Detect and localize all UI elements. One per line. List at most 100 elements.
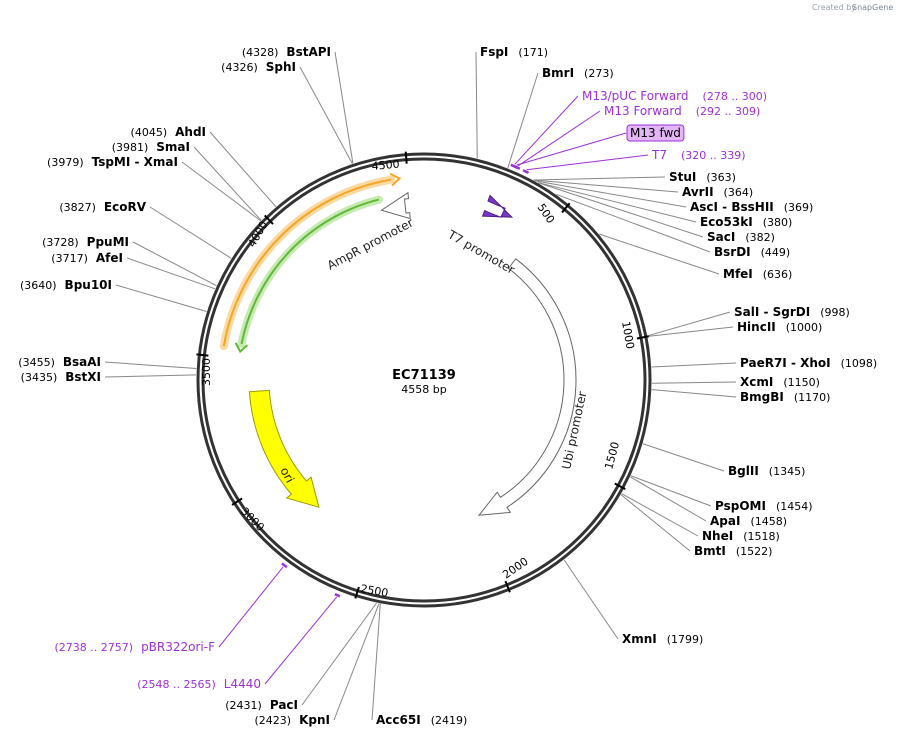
- enzyme-pos-saci: (382): [745, 231, 775, 244]
- enzyme-name-xmni[interactable]: XmnI: [622, 632, 657, 646]
- enzyme-name-kpni[interactable]: KpnI: [299, 713, 330, 727]
- enzyme-name-eco53ki[interactable]: Eco53kI: [700, 215, 753, 229]
- enzyme-name-afei[interactable]: AfeI: [96, 251, 123, 265]
- feature-t7-promoter[interactable]: [481, 194, 514, 218]
- primer-pos-pbr322ori-f: (2738 .. 2757): [55, 641, 134, 654]
- enzyme-pos-bmgbi: (1170): [794, 391, 831, 404]
- leader-paci: [301, 602, 377, 706]
- enzyme-name-bsaai[interactable]: BsaAI: [63, 355, 101, 369]
- leader-bsrdi: [556, 193, 711, 253]
- enzyme-pos-sali-sgrdi: (998): [820, 306, 850, 319]
- enzyme-name-pspomi[interactable]: PspOMI: [715, 499, 766, 513]
- enzyme-pos-eco53ki: (380): [763, 216, 793, 229]
- tick-label-1500: 1500: [602, 440, 622, 470]
- enzyme-name-mfei[interactable]: MfeI: [723, 267, 753, 281]
- primer-leader-m13-puc-forward: [514, 95, 579, 165]
- tick-label-2500: 2500: [359, 582, 389, 600]
- feature-orange-arc[interactable]: [222, 178, 392, 347]
- leader-nhei: [621, 493, 699, 537]
- primer-pos-m13-forward: (292 .. 309): [696, 105, 761, 118]
- credit-prefix: Created by: [812, 3, 856, 12]
- enzyme-pos-hincii: (1000): [786, 321, 823, 334]
- enzyme-name-ahdi[interactable]: AhdI: [175, 125, 206, 139]
- enzyme-name-paer7i-xhoi[interactable]: PaeR7I - XhoI: [740, 356, 831, 370]
- enzyme-pos-ppumi: (3728): [42, 236, 79, 249]
- enzyme-pos-xmni: (1799): [667, 633, 704, 646]
- enzyme-name-sphi[interactable]: SphI: [266, 60, 296, 74]
- tick-mark-4000: [263, 214, 274, 225]
- enzyme-pos-bpu10i: (3640): [20, 279, 57, 292]
- primer-name-m13-forward[interactable]: M13 Forward: [604, 104, 682, 118]
- leader-bmti: [620, 494, 691, 552]
- feature-ampr-promoter[interactable]: [380, 191, 411, 220]
- leader-saci: [538, 182, 704, 238]
- enzyme-name-bmgbi[interactable]: BmgBI: [740, 390, 784, 404]
- enzyme-name-xcmi[interactable]: XcmI: [740, 375, 773, 389]
- enzyme-pos-asci-bsshii: (369): [784, 201, 814, 214]
- leader-asci-bsshii: [534, 180, 687, 208]
- leader-bpu10i: [115, 284, 207, 312]
- enzyme-name-ppumi[interactable]: PpuMI: [87, 235, 129, 249]
- leader-sali-sgrdi: [647, 311, 731, 337]
- enzyme-pos-acc65i: (2419): [431, 714, 468, 727]
- leader-ahdi: [209, 131, 277, 208]
- primer-name-l4440[interactable]: L4440: [224, 677, 261, 691]
- enzyme-name-nhei[interactable]: NheI: [702, 529, 733, 543]
- enzyme-pos-sphi: (4326): [221, 61, 258, 74]
- enzyme-name-hincii[interactable]: HincII: [737, 320, 776, 334]
- tick-mark-3500: [196, 353, 209, 357]
- enzyme-name-bmti[interactable]: BmtI: [694, 544, 726, 558]
- enzyme-name-acc65i[interactable]: Acc65I: [376, 713, 421, 727]
- leader-paer7i-xhoi: [651, 362, 737, 368]
- primer-name-pbr322ori-f[interactable]: pBR322ori-F: [141, 640, 215, 654]
- feature-green-arc[interactable]: [240, 198, 380, 345]
- credit-brand: SnapGene: [852, 3, 893, 12]
- leader-ppumi: [132, 241, 217, 287]
- enzyme-pos-bmri: (273): [584, 67, 614, 80]
- enzyme-name-bsrdi[interactable]: BsrDI: [714, 245, 751, 259]
- tick-mark-500: [561, 202, 571, 214]
- enzyme-name-sali-sgrdi[interactable]: SalI - SgrDI: [734, 305, 810, 319]
- enzyme-name-ecorv[interactable]: EcoRV: [104, 200, 147, 214]
- tick-label-500: 500: [535, 201, 558, 226]
- feature-ori[interactable]: [248, 389, 320, 508]
- primer-name-m13-puc-forward[interactable]: M13/pUC Forward: [582, 89, 689, 103]
- enzyme-name-saci[interactable]: SacI: [707, 230, 735, 244]
- enzyme-name-smai[interactable]: SmaI: [156, 140, 190, 154]
- enzyme-name-paci[interactable]: PacI: [270, 698, 298, 712]
- primer-leader-pbr322ori-f: [218, 566, 284, 648]
- enzyme-pos-ahdi: (4045): [131, 126, 168, 139]
- leader-hincii: [647, 326, 734, 337]
- enzyme-pos-mfei: (636): [763, 268, 793, 281]
- tick-label-3500: 3500: [200, 358, 213, 386]
- enzyme-pos-ecorv: (3827): [59, 201, 96, 214]
- enzyme-name-bglii[interactable]: BglII: [728, 464, 759, 478]
- enzyme-pos-smai: (3981): [112, 141, 149, 154]
- enzyme-pos-afei: (3717): [51, 252, 88, 265]
- enzyme-name-bstapi[interactable]: BstAPI: [286, 45, 331, 59]
- primer-pos-m13-puc-forward: (278 .. 300): [703, 90, 768, 103]
- primer-leader-m13-fwd: [516, 132, 627, 166]
- tick-label-1000: 1000: [619, 320, 637, 350]
- enzyme-name-tspmi-xmai[interactable]: TspMI - XmaI: [92, 155, 178, 169]
- enzyme-name-stui[interactable]: StuI: [669, 170, 696, 184]
- primer-name-m13-fwd[interactable]: M13 fwd: [630, 126, 681, 140]
- leader-acc65i: [371, 603, 381, 721]
- enzyme-name-apai[interactable]: ApaI: [710, 514, 740, 528]
- leader-avrii: [533, 179, 679, 193]
- enzyme-name-bpu10i[interactable]: Bpu10I: [65, 278, 112, 292]
- feature-ubi-promoter[interactable]: [477, 258, 577, 516]
- enzyme-pos-apai: (1458): [750, 515, 787, 528]
- enzyme-name-avrii[interactable]: AvrII: [682, 185, 714, 199]
- enzyme-pos-bsrdi: (449): [761, 246, 791, 259]
- leader-smai: [193, 146, 262, 221]
- enzyme-name-fspi[interactable]: FspI: [480, 45, 508, 59]
- leader-xmni: [563, 559, 619, 640]
- primer-name-t7[interactable]: T7: [651, 148, 667, 162]
- enzyme-name-bstxi[interactable]: BstXI: [65, 370, 101, 384]
- enzyme-name-bmri[interactable]: BmrI: [542, 66, 574, 80]
- enzyme-name-asci-bsshii[interactable]: AscI - BssHII: [690, 200, 774, 214]
- tick-label-4500: 4500: [371, 158, 400, 173]
